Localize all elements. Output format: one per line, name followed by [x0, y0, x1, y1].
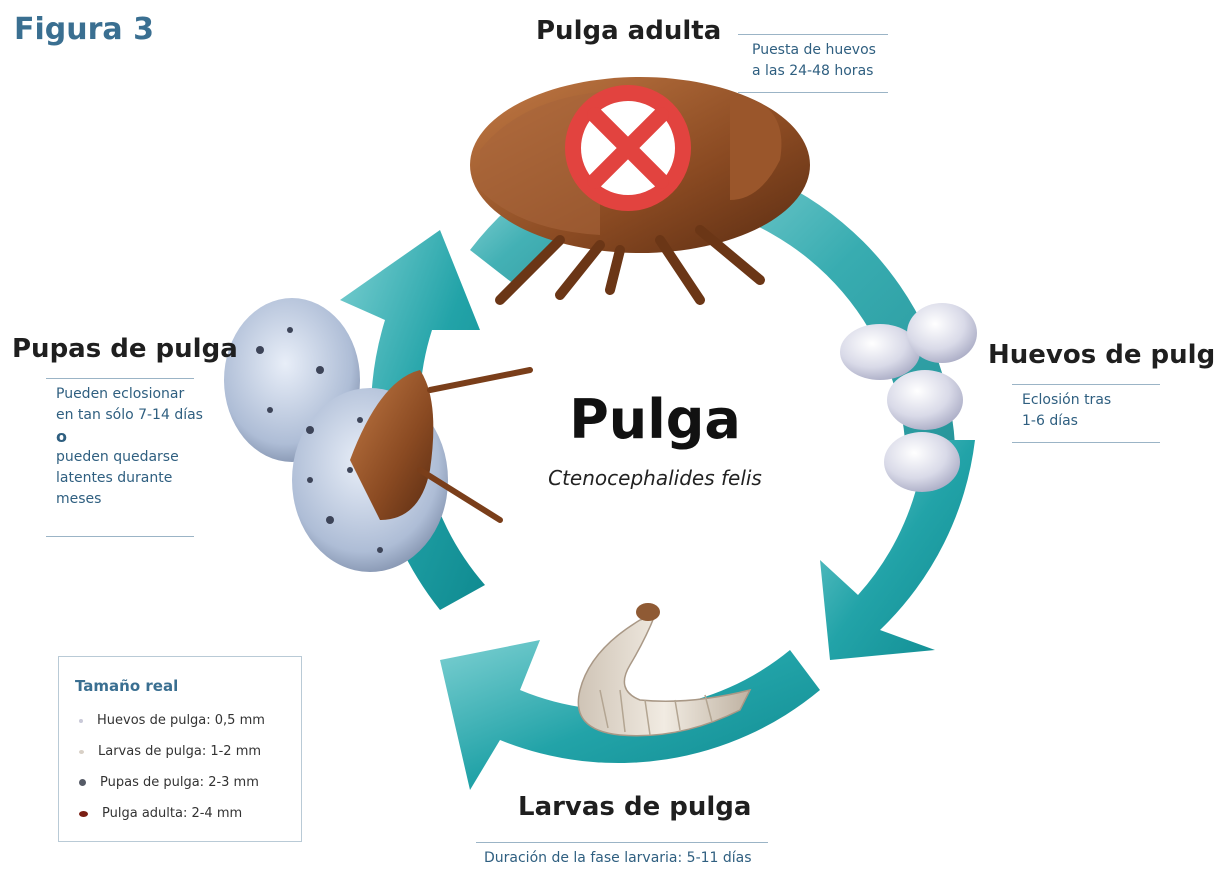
egg-size-icon [79, 719, 83, 723]
divider [1012, 442, 1160, 443]
flea-eggs-illustration [840, 303, 977, 492]
legend-item: Pulga adulta: 2-4 mm [79, 806, 242, 821]
pupa-size-icon [79, 779, 86, 786]
divider [738, 92, 888, 93]
divider [476, 842, 768, 843]
divider [46, 536, 194, 537]
legend-item: Pupas de pulga: 2-3 mm [79, 775, 259, 790]
larva-size-icon [79, 750, 84, 754]
stage-note-pupae: Pueden eclosionar en tan sólo 7-14 días … [56, 384, 203, 510]
legend-title: Tamaño real [75, 677, 178, 695]
divider [46, 378, 194, 379]
stage-note-larvae: Duración de la fase larvaria: 5-11 días [484, 848, 752, 869]
size-legend: Tamaño real Huevos de pulga: 0,5 mm Larv… [58, 656, 302, 842]
stage-title-adult: Pulga adulta [536, 16, 721, 46]
center-title: Pulga [560, 388, 750, 451]
stage-title-larvae: Larvas de pulga [518, 792, 751, 822]
legend-item: Larvas de pulga: 1-2 mm [79, 744, 261, 759]
adult-size-icon [79, 811, 88, 817]
stage-title-eggs: Huevos de pulga [988, 340, 1214, 370]
stage-title-pupae: Pupas de pulga [12, 334, 238, 364]
legend-item: Huevos de pulga: 0,5 mm [79, 713, 265, 728]
divider [1012, 384, 1160, 385]
stage-note-adult: Puesta de huevos a las 24-48 horas [752, 40, 876, 82]
prohibition-mark-icon [573, 93, 683, 203]
figure-label: Figura 3 [14, 12, 154, 47]
stage-note-eggs: Eclosión tras 1-6 días [1022, 390, 1111, 432]
flea-pupae-illustration [224, 298, 530, 572]
species-name: Ctenocephalides felis [520, 466, 790, 490]
flea-larva-illustration [578, 603, 750, 736]
divider [738, 34, 888, 35]
